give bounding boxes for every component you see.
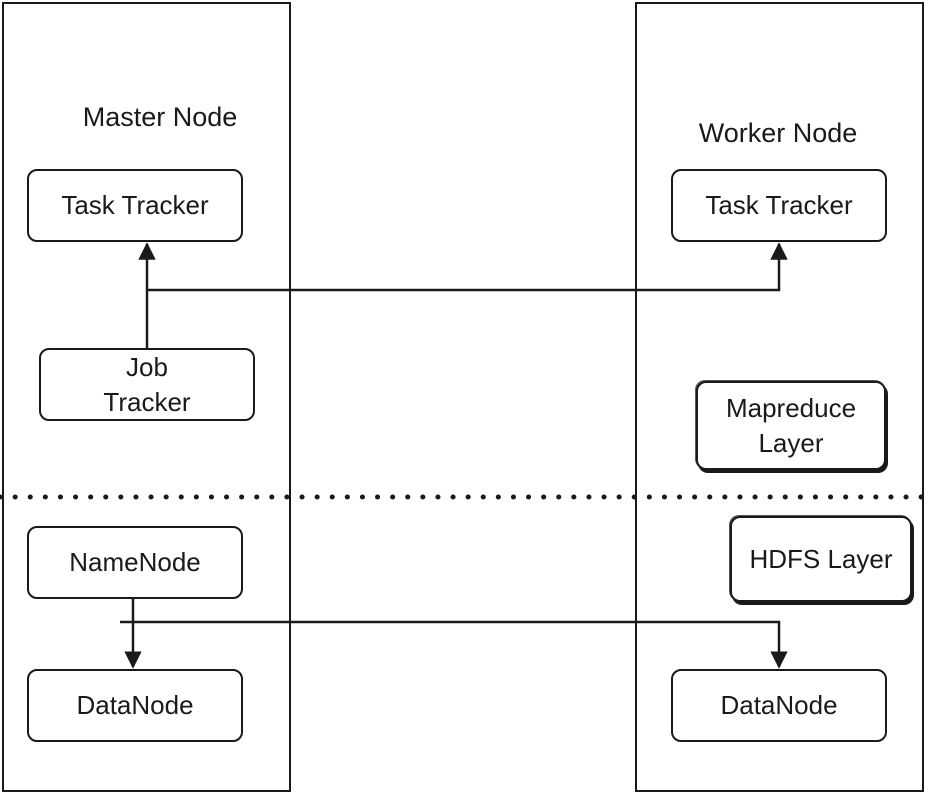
master-datanode-box: DataNode — [27, 669, 243, 742]
job-tracker-label-line1: Job — [126, 351, 168, 382]
master-node-title: Master Node — [82, 102, 238, 132]
mapreduce-layer-line1: Mapreduce — [725, 392, 857, 423]
mapreduce-layer-label-box: Mapreduce Layer — [696, 381, 886, 470]
worker-task-tracker-label: Task Tracker — [705, 190, 853, 220]
worker-task-tracker-box: Task Tracker — [671, 169, 887, 242]
namenode-label: NameNode — [69, 547, 201, 577]
job-tracker-label-line2: Tracker — [103, 386, 191, 417]
master-datanode-label: DataNode — [76, 690, 194, 720]
worker-node-title: Worker Node — [698, 118, 858, 148]
master-task-tracker-label: Task Tracker — [61, 190, 209, 220]
master-task-tracker-box: Task Tracker — [27, 169, 243, 242]
mapreduce-layer-line2: Layer — [758, 427, 824, 458]
master-node-column — [2, 2, 291, 792]
worker-node-column — [635, 2, 924, 792]
worker-datanode-label: DataNode — [720, 690, 838, 720]
worker-datanode-box: DataNode — [671, 669, 887, 742]
hdfs-layer-label-box: HDFS Layer — [730, 516, 912, 602]
namenode-box: NameNode — [27, 526, 243, 599]
job-tracker-box: Job Tracker — [39, 348, 255, 421]
hdfs-layer-label: HDFS Layer — [749, 543, 893, 574]
